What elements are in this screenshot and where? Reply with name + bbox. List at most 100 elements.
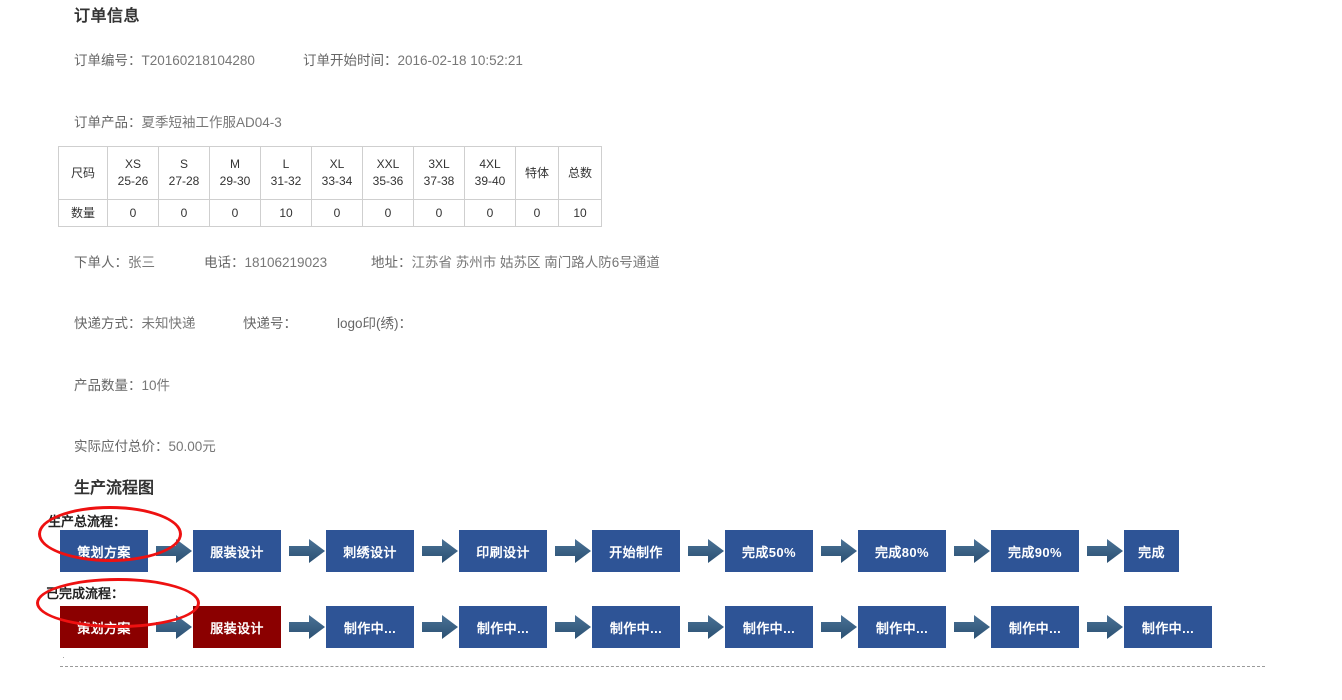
size-name: XS [124, 157, 141, 171]
flow-step-total-6[interactable]: 完成50% [725, 530, 813, 572]
order-product-line: 订单产品：夏季短袖工作服AD04-3 [74, 111, 282, 131]
arrow-right-icon [422, 539, 458, 563]
size-header-cell: XS 25-26 [107, 146, 159, 200]
flow-step-total-9[interactable]: 完成 [1124, 530, 1179, 572]
express-number-line: 快递号： [243, 312, 297, 332]
flow-step-done-7[interactable]: 制作中... [858, 606, 946, 648]
arrow-right-icon [156, 539, 192, 563]
flow-step-total-4[interactable]: 印刷设计 [459, 530, 547, 572]
flow-step-label: 制作中... [1008, 620, 1062, 636]
section-divider [60, 666, 1265, 667]
total-quantity: 10 [558, 199, 602, 227]
flow-step-total-2[interactable]: 服装设计 [193, 530, 281, 572]
size-range: 31-32 [270, 174, 302, 188]
flow-step-done-2[interactable]: 服装设计 [193, 606, 281, 648]
size-header-cell: M 29-30 [209, 146, 261, 200]
logo-print-line: logo印(绣)： [337, 312, 412, 332]
order-start-time-line: 订单开始时间：2016-02-18 10:52:21 [303, 49, 523, 69]
address-value: 江苏省 苏州市 姑苏区 南门路人防6号通道 [411, 255, 660, 270]
flow-step-label: 策划方案 [77, 544, 131, 560]
quantity-row-label: 数量 [58, 199, 108, 227]
flow-step-done-3[interactable]: 制作中... [326, 606, 414, 648]
buyer-label: 下单人： [74, 255, 128, 270]
flow-step-done-4[interactable]: 制作中... [459, 606, 547, 648]
total-flow-row: 策划方案 服装设计 刺绣设计 印刷设计 开始制作 完成50% 完成80% 完成90% 完成 [60, 530, 1257, 574]
size-header-cell: 3XL 37-38 [413, 146, 465, 200]
flow-step-total-1[interactable]: 策划方案 [60, 530, 148, 572]
quantity-cell: 0 [107, 199, 159, 227]
total-price-line: 实际应付总价：50.00元 [74, 435, 216, 455]
phone-line: 电话：18106219023 [204, 251, 327, 271]
arrow-right-icon [555, 539, 591, 563]
arrow-right-icon [1087, 615, 1123, 639]
arrow-right-icon [289, 615, 325, 639]
size-header-cell: S 27-28 [158, 146, 210, 200]
flow-step-label: 开始制作 [609, 544, 663, 560]
express-number-label: 快递号： [243, 316, 297, 331]
flow-step-done-1[interactable]: 策划方案 [60, 606, 148, 648]
arrow-right-icon [156, 615, 192, 639]
size-range: 27-28 [168, 174, 200, 188]
order-product-value: 夏季短袖工作服AD04-3 [141, 115, 282, 130]
quantity-cell: 0 [209, 199, 261, 227]
quantity-cell: 0 [413, 199, 465, 227]
arrow-right-icon [422, 615, 458, 639]
flow-step-done-9[interactable]: 制作中... [1124, 606, 1212, 648]
size-name: M [230, 157, 240, 171]
arrow-right-icon [555, 615, 591, 639]
flow-step-done-6[interactable]: 制作中... [725, 606, 813, 648]
arrow-right-icon [821, 539, 857, 563]
order-start-time-value: 2016-02-18 10:52:21 [397, 53, 523, 68]
flow-step-label: 制作中... [742, 620, 796, 636]
size-range: 39-40 [474, 174, 506, 188]
total-price-value: 50.00元 [168, 439, 216, 454]
arrow-right-icon [688, 615, 724, 639]
flow-step-done-5[interactable]: 制作中... [592, 606, 680, 648]
special-size-quantity: 0 [515, 199, 559, 227]
size-name: L [282, 157, 290, 171]
flow-step-total-5[interactable]: 开始制作 [592, 530, 680, 572]
express-method-label: 快递方式： [74, 316, 142, 331]
arrow-right-icon [954, 539, 990, 563]
completed-flow-row: 策划方案 服装设计 制作中... 制作中... 制作中... 制作中... 制作中... 制作… [60, 606, 1257, 650]
flow-step-label: 制作中... [1141, 620, 1195, 636]
express-method-line: 快递方式：未知快递 [74, 312, 196, 332]
size-range: 33-34 [321, 174, 353, 188]
quantity-cell: 0 [362, 199, 414, 227]
flow-step-label: 制作中... [609, 620, 663, 636]
address-line: 地址：江苏省 苏州市 姑苏区 南门路人防6号通道 [371, 251, 660, 271]
arrow-right-icon [821, 615, 857, 639]
arrow-right-icon [289, 539, 325, 563]
flow-step-label: 完成50% [741, 544, 797, 560]
flow-step-label: 服装设计 [210, 620, 264, 636]
flow-step-label: 完成80% [874, 544, 930, 560]
flow-step-label: 完成90% [1007, 544, 1063, 560]
size-range: 29-30 [219, 174, 251, 188]
flow-step-total-3[interactable]: 刺绣设计 [326, 530, 414, 572]
order-product-label: 订单产品： [74, 115, 142, 130]
buyer-line: 下单人：张三 [74, 251, 155, 271]
order-number-value: T20160218104280 [141, 53, 255, 68]
quantity-cell: 0 [464, 199, 516, 227]
size-range: 25-26 [117, 174, 149, 188]
order-number-line: 订单编号：T20160218104280 [74, 49, 255, 69]
total-flow-label: 生产总流程： [48, 514, 127, 529]
flow-step-done-8[interactable]: 制作中... [991, 606, 1079, 648]
order-start-time-label: 订单开始时间： [303, 53, 398, 68]
flow-step-label: 策划方案 [77, 620, 131, 636]
product-quantity-line: 产品数量：10件 [74, 374, 170, 394]
flow-step-total-7[interactable]: 完成80% [858, 530, 946, 572]
table-row-header: 尺码 XS 25-26 S 27-28 M 29-30 L 31-32 [58, 146, 602, 200]
quantity-cell: 0 [158, 199, 210, 227]
flow-step-label: 制作中... [343, 620, 397, 636]
quantity-cell: 0 [311, 199, 363, 227]
flow-step-label: 制作中... [476, 620, 530, 636]
logo-print-label: logo印(绣)： [337, 316, 413, 331]
product-quantity-value: 10件 [141, 378, 171, 393]
size-row-label: 尺码 [58, 146, 108, 200]
size-range: 37-38 [423, 174, 455, 188]
flow-step-label: 刺绣设计 [343, 544, 397, 560]
flow-step-total-8[interactable]: 完成90% [991, 530, 1079, 572]
completed-flow-label: 已完成流程： [46, 586, 125, 601]
total-price-label: 实际应付总价： [74, 439, 169, 454]
